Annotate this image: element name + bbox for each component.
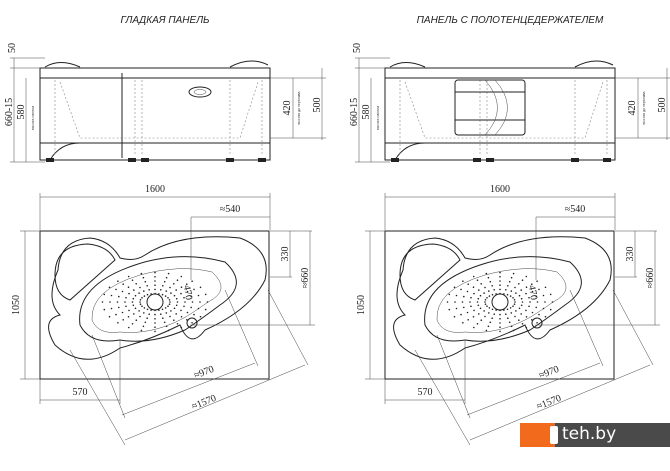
dim-total-height: 660-15	[349, 98, 360, 126]
label-overflow-height: высота до перелива	[297, 92, 301, 125]
dim-overflow-height: 420	[282, 101, 293, 116]
hydromassage-jets	[101, 271, 209, 333]
dim-top-gap: 50	[352, 43, 363, 53]
dim-top-gap: 50	[7, 43, 18, 53]
dim-offset-top: ≈540	[565, 204, 586, 215]
panel-view-1: ПАНЕЛЬ С ПОЛОТЕНЦЕДЕРЖАТЕЛЕМ	[349, 15, 670, 446]
watermark-brand: teh.by	[562, 424, 617, 444]
view-title: ГЛАДКАЯ ПАНЕЛЬ	[120, 15, 209, 26]
side-view: 50 660-15 580 высота панели 420 высота д…	[349, 43, 670, 163]
dim-depth: 1050	[356, 295, 367, 315]
dim-offset-bottom: 570	[418, 387, 433, 398]
plan-view: 1600 ≈540 470 330	[11, 184, 315, 446]
view-title: ПАНЕЛЬ С ПОЛОТЕНЦЕДЕРЖАТЕЛЕМ	[417, 15, 604, 26]
dim-overflow-height: 420	[627, 101, 638, 116]
dim-panel-height: 580	[16, 105, 27, 120]
hydromassage-jets	[446, 271, 554, 333]
overflow-icon	[188, 86, 212, 98]
dim-depth: 1050	[11, 295, 22, 315]
panel-view-0: ГЛАДКАЯ ПАНЕЛЬ	[4, 15, 326, 446]
dim-inner-width: 470	[526, 284, 539, 301]
dim-width: 1600	[145, 184, 165, 195]
dim-offset-top: ≈540	[220, 204, 241, 215]
teh-by-watermark: teh.by	[520, 423, 670, 447]
watermark-bar	[555, 423, 670, 447]
plan-view: 1600 ≈540 470 330	[356, 184, 660, 446]
dim-offset-right-2: ≈660	[300, 268, 311, 289]
watermark-accent	[520, 423, 555, 447]
dim-offset-right-1: 330	[280, 247, 291, 262]
label-overflow-height: высота до перелива	[642, 92, 646, 125]
watermark-mark-icon	[550, 426, 558, 444]
dim-diagonal: ≈1570	[190, 393, 218, 413]
dim-inner-width: 470	[181, 284, 194, 301]
dim-diagonal: ≈1570	[535, 393, 563, 413]
side-view: 50 660-15 580 высота панели 420 высота д…	[4, 43, 326, 163]
dim-width: 1600	[490, 184, 510, 195]
dim-total-height: 660-15	[4, 98, 15, 126]
dim-offset-right-2: ≈660	[645, 268, 656, 289]
dim-rim-height: 500	[312, 98, 323, 113]
label-panel-height: высота панели	[376, 106, 380, 130]
dim-rim-height: 500	[657, 98, 668, 113]
dim-offset-right-1: 330	[625, 247, 636, 262]
towel-holder	[454, 79, 526, 136]
dim-offset-bottom: 570	[73, 387, 88, 398]
dim-panel-height: 580	[361, 105, 372, 120]
label-panel-height: высота панели	[31, 106, 35, 130]
